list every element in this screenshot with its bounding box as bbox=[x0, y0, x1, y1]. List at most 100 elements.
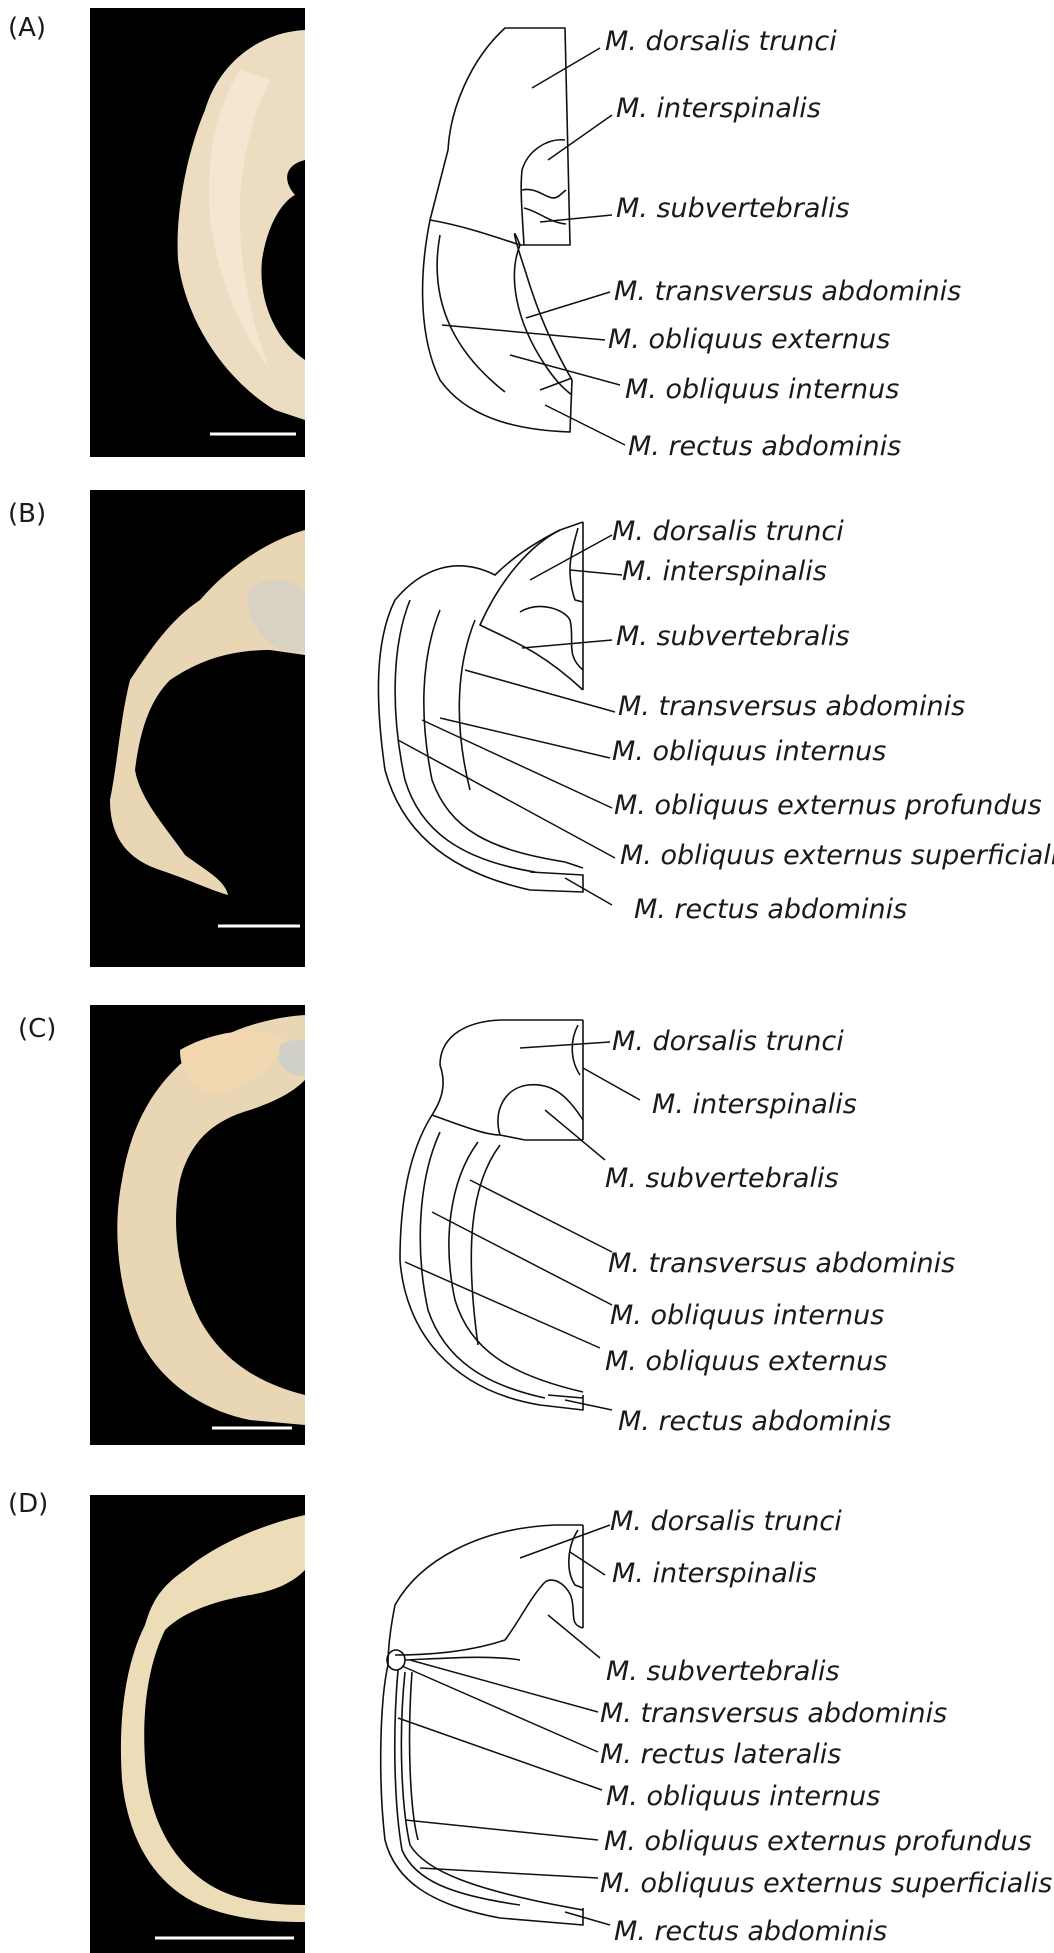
diagram-outline bbox=[400, 1020, 583, 1410]
leader-line bbox=[520, 1042, 610, 1048]
panel-d-photo bbox=[90, 1495, 305, 1953]
panel-b-photo bbox=[90, 490, 305, 967]
label-obliquus-externus-profundus: M. obliquus externus profundus bbox=[604, 1826, 1032, 1857]
leader-line bbox=[422, 720, 612, 808]
label-obliquus-internus: M. obliquus internus bbox=[625, 374, 899, 405]
rectus-end bbox=[548, 1395, 583, 1398]
leader-line bbox=[548, 115, 612, 160]
label-obliquus-internus: M. obliquus internus bbox=[610, 1300, 884, 1331]
rectus-end bbox=[565, 862, 583, 868]
leader-line bbox=[398, 740, 615, 858]
leader-line bbox=[540, 215, 612, 222]
leader-line bbox=[570, 570, 622, 575]
leader-line bbox=[545, 405, 625, 445]
leader-line bbox=[432, 1212, 612, 1305]
panel-a: (A) M. do bbox=[8, 8, 961, 462]
leader-line bbox=[398, 1718, 602, 1790]
label-obliquus-externus-superficialis: M. obliquus externus superficialis bbox=[600, 1868, 1052, 1899]
leader-line bbox=[583, 1068, 640, 1100]
panel-b-diagram: M. dorsalis trunci M. interspinalis M. s… bbox=[378, 516, 1054, 925]
label-obliquus-externus-profundus: M. obliquus externus profundus bbox=[614, 790, 1042, 821]
interspinalis-outline bbox=[521, 140, 565, 245]
panel-d: (D) bbox=[8, 1489, 1052, 1953]
panel-b: (B) bbox=[8, 490, 1054, 967]
subvertebralis-outline bbox=[520, 607, 583, 670]
leader-line bbox=[526, 292, 610, 318]
label-rectus-abdominis: M. rectus abdominis bbox=[634, 894, 907, 925]
label-obliquus-internus: M. obliquus internus bbox=[612, 736, 886, 767]
panel-d-letter: (D) bbox=[8, 1489, 48, 1519]
label-dorsalis-trunci: M. dorsalis trunci bbox=[612, 516, 844, 547]
label-obliquus-externus: M. obliquus externus bbox=[605, 1346, 887, 1377]
leader-line bbox=[465, 670, 615, 712]
dorsal-block bbox=[480, 530, 583, 690]
arc-3 bbox=[401, 1672, 583, 1910]
sheet-line bbox=[405, 1657, 520, 1660]
leader-line bbox=[440, 718, 610, 758]
label-rectus-abdominis: M. rectus abdominis bbox=[628, 431, 901, 462]
label-interspinalis: M. interspinalis bbox=[612, 1558, 817, 1589]
panel-a-letter: (A) bbox=[8, 13, 46, 43]
panel-c: (C) bbox=[18, 1005, 955, 1445]
label-dorsalis-trunci: M. dorsalis trunci bbox=[605, 26, 837, 57]
label-transversus-abdominis: M. transversus abdominis bbox=[600, 1698, 947, 1729]
label-obliquus-externus-superficialis: M. obliquus externus superficialis bbox=[620, 840, 1054, 871]
label-dorsalis-trunci: M. dorsalis trunci bbox=[610, 1506, 842, 1537]
label-transversus-abdominis: M. transversus abdominis bbox=[614, 276, 961, 307]
label-subvertebralis: M. subvertebralis bbox=[606, 1656, 840, 1687]
panel-c-letter: (C) bbox=[18, 1014, 56, 1044]
panel-b-letter: (B) bbox=[8, 499, 46, 529]
panel-a-photo bbox=[90, 8, 305, 457]
label-interspinalis: M. interspinalis bbox=[616, 93, 821, 124]
leader-line bbox=[402, 1666, 598, 1752]
label-transversus-abdominis: M. transversus abdominis bbox=[618, 691, 965, 722]
panel-d-diagram: M. dorsalis trunci M. interspinalis M. s… bbox=[381, 1506, 1053, 1947]
leader-line bbox=[520, 1525, 610, 1558]
leader-line bbox=[442, 325, 605, 340]
label-dorsalis-trunci: M. dorsalis trunci bbox=[612, 1026, 844, 1057]
label-interspinalis: M. interspinalis bbox=[652, 1089, 857, 1120]
label-obliquus-externus: M. obliquus externus bbox=[608, 324, 890, 355]
leader-line bbox=[565, 1912, 610, 1925]
leader-line bbox=[570, 1552, 605, 1575]
outer-arc-3 bbox=[449, 1142, 583, 1392]
label-transversus-abdominis: M. transversus abdominis bbox=[608, 1248, 955, 1279]
leader-line bbox=[405, 1262, 600, 1348]
label-subvertebralis: M. subvertebralis bbox=[605, 1163, 839, 1194]
dorsal-block bbox=[432, 1115, 583, 1140]
rectus-lateralis-outline bbox=[387, 1650, 405, 1670]
subvertebralis-outline bbox=[498, 1085, 583, 1135]
subvertebralis-outline bbox=[545, 1580, 583, 1628]
label-subvertebralis: M. subvertebralis bbox=[616, 621, 850, 652]
transversus-arc bbox=[459, 620, 475, 790]
muscle-labels: M. dorsalis trunci M. interspinalis M. s… bbox=[605, 1026, 955, 1437]
subvertebralis-outline bbox=[522, 189, 566, 198]
label-rectus-lateralis: M. rectus lateralis bbox=[600, 1739, 841, 1770]
interspinalis-outline bbox=[570, 528, 583, 602]
panel-c-diagram: M. dorsalis trunci M. interspinalis M. s… bbox=[400, 1020, 955, 1437]
label-interspinalis: M. interspinalis bbox=[622, 556, 827, 587]
leader-line bbox=[405, 1820, 598, 1840]
muscle-labels: M. dorsalis trunci M. interspinalis M. s… bbox=[612, 516, 1054, 925]
dorsal-lower bbox=[395, 1582, 545, 1655]
panel-a-diagram: M. dorsalis trunci M. interspinalis M. s… bbox=[423, 26, 962, 462]
interspinalis-outline bbox=[572, 1025, 580, 1075]
leader-line bbox=[410, 1660, 598, 1712]
muscle-labels: M. dorsalis trunci M. interspinalis M. s… bbox=[600, 1506, 1052, 1947]
leader-line bbox=[522, 640, 612, 648]
divider-dorsal bbox=[430, 220, 520, 245]
label-rectus-abdominis: M. rectus abdominis bbox=[618, 1406, 891, 1437]
panel-c-photo bbox=[90, 1005, 305, 1445]
outer-arc-3 bbox=[424, 610, 565, 862]
label-rectus-abdominis: M. rectus abdominis bbox=[614, 1916, 887, 1947]
arc-4 bbox=[410, 1672, 418, 1840]
leader-line bbox=[545, 1110, 605, 1160]
label-subvertebralis: M. subvertebralis bbox=[616, 193, 850, 224]
obliquus-divider bbox=[437, 235, 505, 392]
leader-lines bbox=[442, 48, 625, 445]
leader-line bbox=[470, 1180, 612, 1252]
outer-arc-2 bbox=[420, 1132, 545, 1398]
muscle-labels: M. dorsalis trunci M. interspinalis M. s… bbox=[605, 26, 961, 462]
label-obliquus-internus: M. obliquus internus bbox=[606, 1781, 880, 1812]
